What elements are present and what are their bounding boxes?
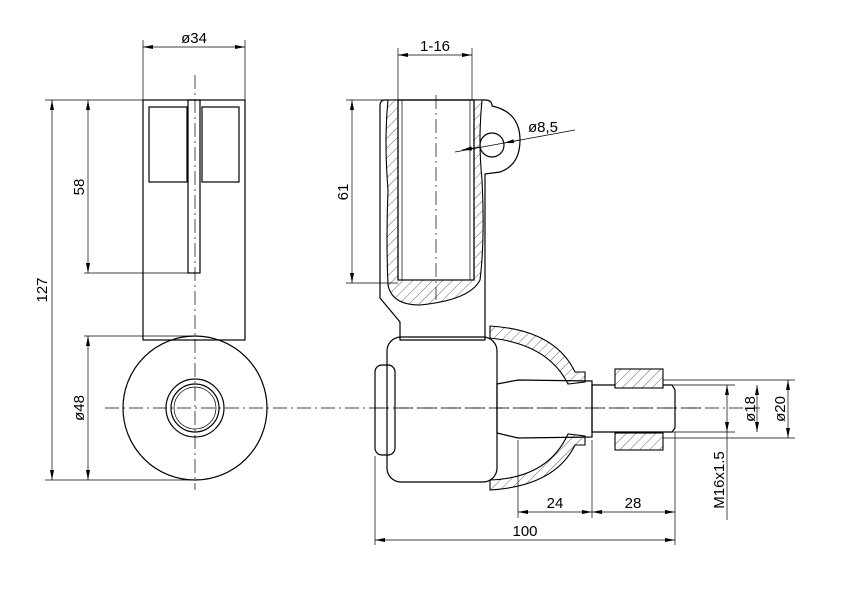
- dim-thread: M16x1.5: [711, 451, 728, 509]
- dim-hole: ø8,5: [528, 119, 558, 136]
- slot-left: [148, 106, 188, 183]
- dim-overall-length: 100: [512, 523, 537, 540]
- bracket-plate: [142, 99, 246, 341]
- dim-outer-diameter: ø20: [772, 396, 789, 422]
- threaded-stud: [591, 384, 676, 433]
- dim-total-height: 127: [34, 277, 51, 302]
- wheel-cap: [374, 364, 396, 456]
- tube-section: [385, 99, 484, 306]
- dim-tube-offset: 1-16: [420, 38, 450, 55]
- dim-inner-diameter: ø18: [742, 396, 759, 422]
- slot-right: [201, 106, 240, 183]
- shell-top: [489, 325, 586, 385]
- wheel-side: [386, 336, 498, 483]
- dim-slot-height: 58: [71, 179, 88, 196]
- shell-bottom: [489, 433, 586, 491]
- front-view: ø34 127 58 ø48: [34, 30, 760, 490]
- nut-top: [614, 368, 664, 389]
- dim-tube-depth: 61: [335, 184, 352, 201]
- tapered-shaft: [496, 379, 593, 439]
- nut-bottom: [614, 432, 664, 451]
- pin: [187, 99, 201, 274]
- dim-taper-length: 24: [547, 495, 564, 512]
- tube-housing: [379, 99, 521, 341]
- side-view: 1-16 ø8,5 61 24 28 100 M16x1.5 ø18 ø20: [335, 38, 795, 545]
- dim-wheel: ø48: [71, 395, 88, 421]
- dim-thread-length: 28: [625, 495, 642, 512]
- dim-width: ø34: [181, 30, 207, 47]
